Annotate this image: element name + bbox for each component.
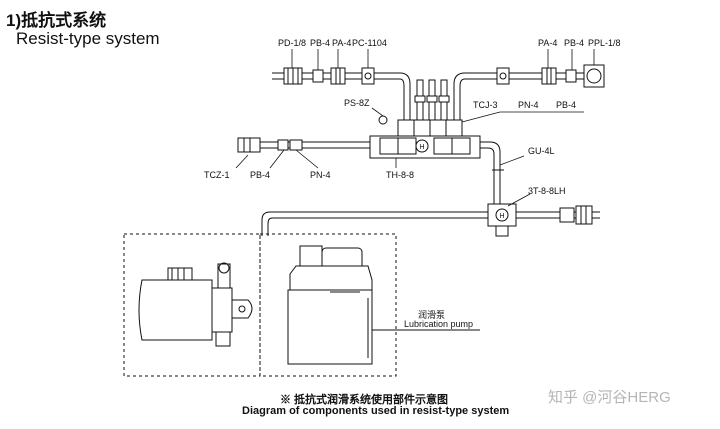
svg-text:H: H xyxy=(499,213,504,220)
pump-supply-tube xyxy=(261,211,488,236)
leader-lines xyxy=(235,49,595,207)
label-pb-top: PB-4 xyxy=(310,38,331,48)
label-pa-right: PA-4 xyxy=(538,38,558,48)
tee-fitting: H xyxy=(487,203,517,237)
label-pump-cn: 润滑泵 xyxy=(418,310,446,320)
caption-chinese: ※ 抵抗式润滑系统使用部件示意图 xyxy=(280,394,449,406)
heading-chinese: 1)抵抗式系统 xyxy=(6,11,107,30)
pb-fitting-top xyxy=(312,69,324,83)
label-pa-top: PA-4 xyxy=(332,38,352,48)
watermark: 知乎 @河谷HERG xyxy=(548,389,671,406)
pump-side-view xyxy=(138,262,253,347)
label-pn-mid: PN-4 xyxy=(518,100,539,110)
clamp-right xyxy=(496,67,510,85)
pb-fitting-right xyxy=(565,69,577,83)
heading-english: Resist-type system xyxy=(16,29,160,48)
svg-text:H: H xyxy=(419,144,424,151)
tcj-connectors xyxy=(378,115,463,139)
label-pn-low: PN-4 xyxy=(310,170,331,180)
pump-enclosure xyxy=(123,233,397,377)
label-th: TH-8-8 xyxy=(386,170,415,180)
clamp-pc xyxy=(361,67,375,85)
pa-fitting-top xyxy=(330,67,346,85)
pa-fitting-right xyxy=(541,67,557,85)
injector-tubes xyxy=(414,79,450,123)
label-tcz: TCZ-1 xyxy=(204,170,230,180)
left-branch-tube xyxy=(237,137,370,153)
ppl-plug xyxy=(583,64,605,88)
caption-english: Diagram of components used in resist-typ… xyxy=(242,405,510,417)
label-pb-mid: PB-4 xyxy=(556,100,577,110)
manifold-block: H xyxy=(369,135,481,159)
label-pc: PC-1104 xyxy=(352,38,387,48)
label-pb-low: PB-4 xyxy=(250,170,271,180)
outlet-tube-right xyxy=(516,205,600,225)
label-tcj: TCJ-3 xyxy=(473,100,498,110)
label-pd: PD-1/8 xyxy=(278,38,307,48)
top-right-tube xyxy=(453,72,600,122)
pd-fitting xyxy=(283,67,303,85)
pump-front-view xyxy=(287,245,373,365)
label-tee: 3T-8-8LH xyxy=(528,186,566,196)
label-pb-right: PB-4 xyxy=(564,38,585,48)
label-gu: GU-4L xyxy=(528,146,555,156)
label-ppl: PPL-1/8 xyxy=(588,38,621,48)
label-pump-en: Lubrication pump xyxy=(404,319,474,329)
label-ps: PS-8Z xyxy=(344,98,370,108)
main-feed-tube xyxy=(480,141,504,204)
